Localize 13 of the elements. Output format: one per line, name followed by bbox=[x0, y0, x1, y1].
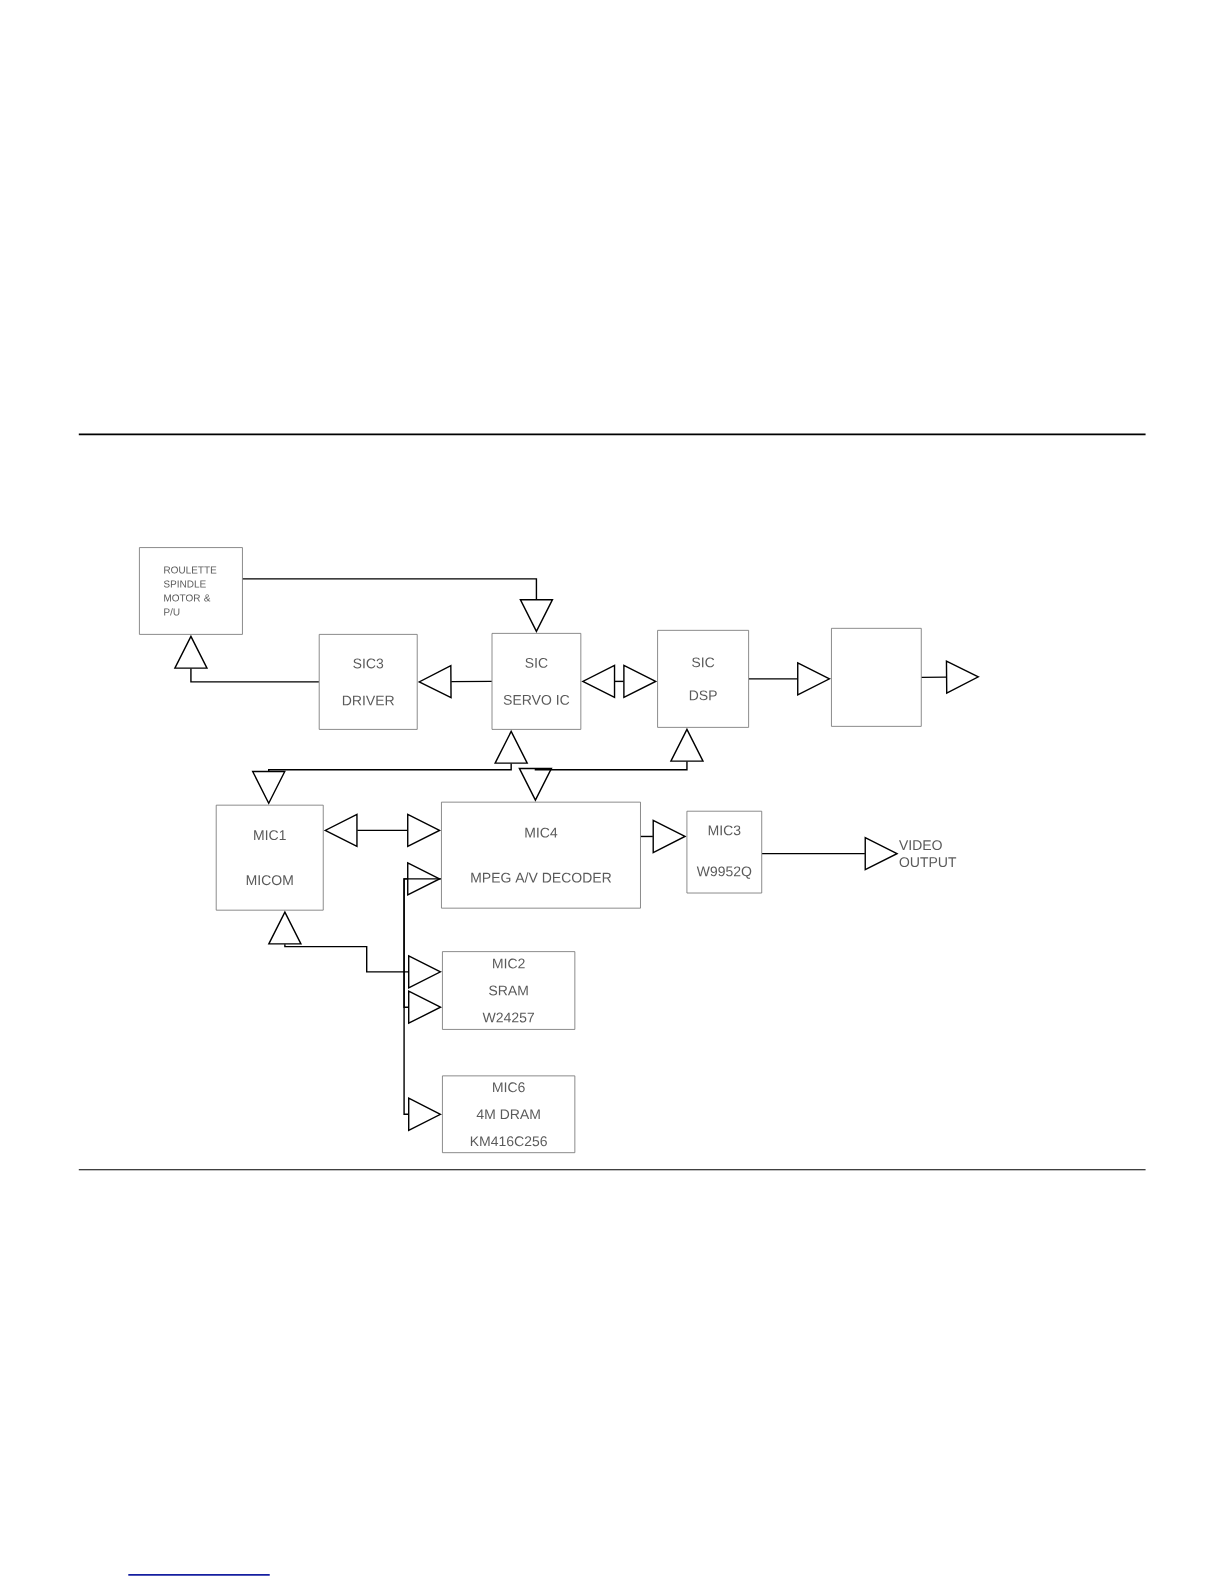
component-box: MIC6 4M DRAM KM416C256 bbox=[441, 1075, 576, 1154]
component-box: SIC SERVO IC bbox=[491, 633, 582, 730]
component-box: MIC3 W9952Q bbox=[686, 810, 762, 894]
arrow bbox=[581, 664, 657, 699]
component-box: SIC DSP bbox=[657, 629, 749, 728]
component-box: MIC2 SRAM W24257 bbox=[441, 951, 576, 1030]
component-box: ROULETTE SPINDLE MOTOR & P/U bbox=[138, 547, 243, 635]
component-box: MIC1 MICOM bbox=[215, 804, 324, 911]
component-box: SIC3 DRIVER bbox=[318, 634, 418, 730]
component-box bbox=[830, 627, 922, 727]
component-box: MIC4 MPEG A/V DECODER bbox=[440, 801, 641, 909]
output-label: VIDEO OUTPUT bbox=[898, 840, 956, 868]
arrow bbox=[241, 578, 554, 633]
